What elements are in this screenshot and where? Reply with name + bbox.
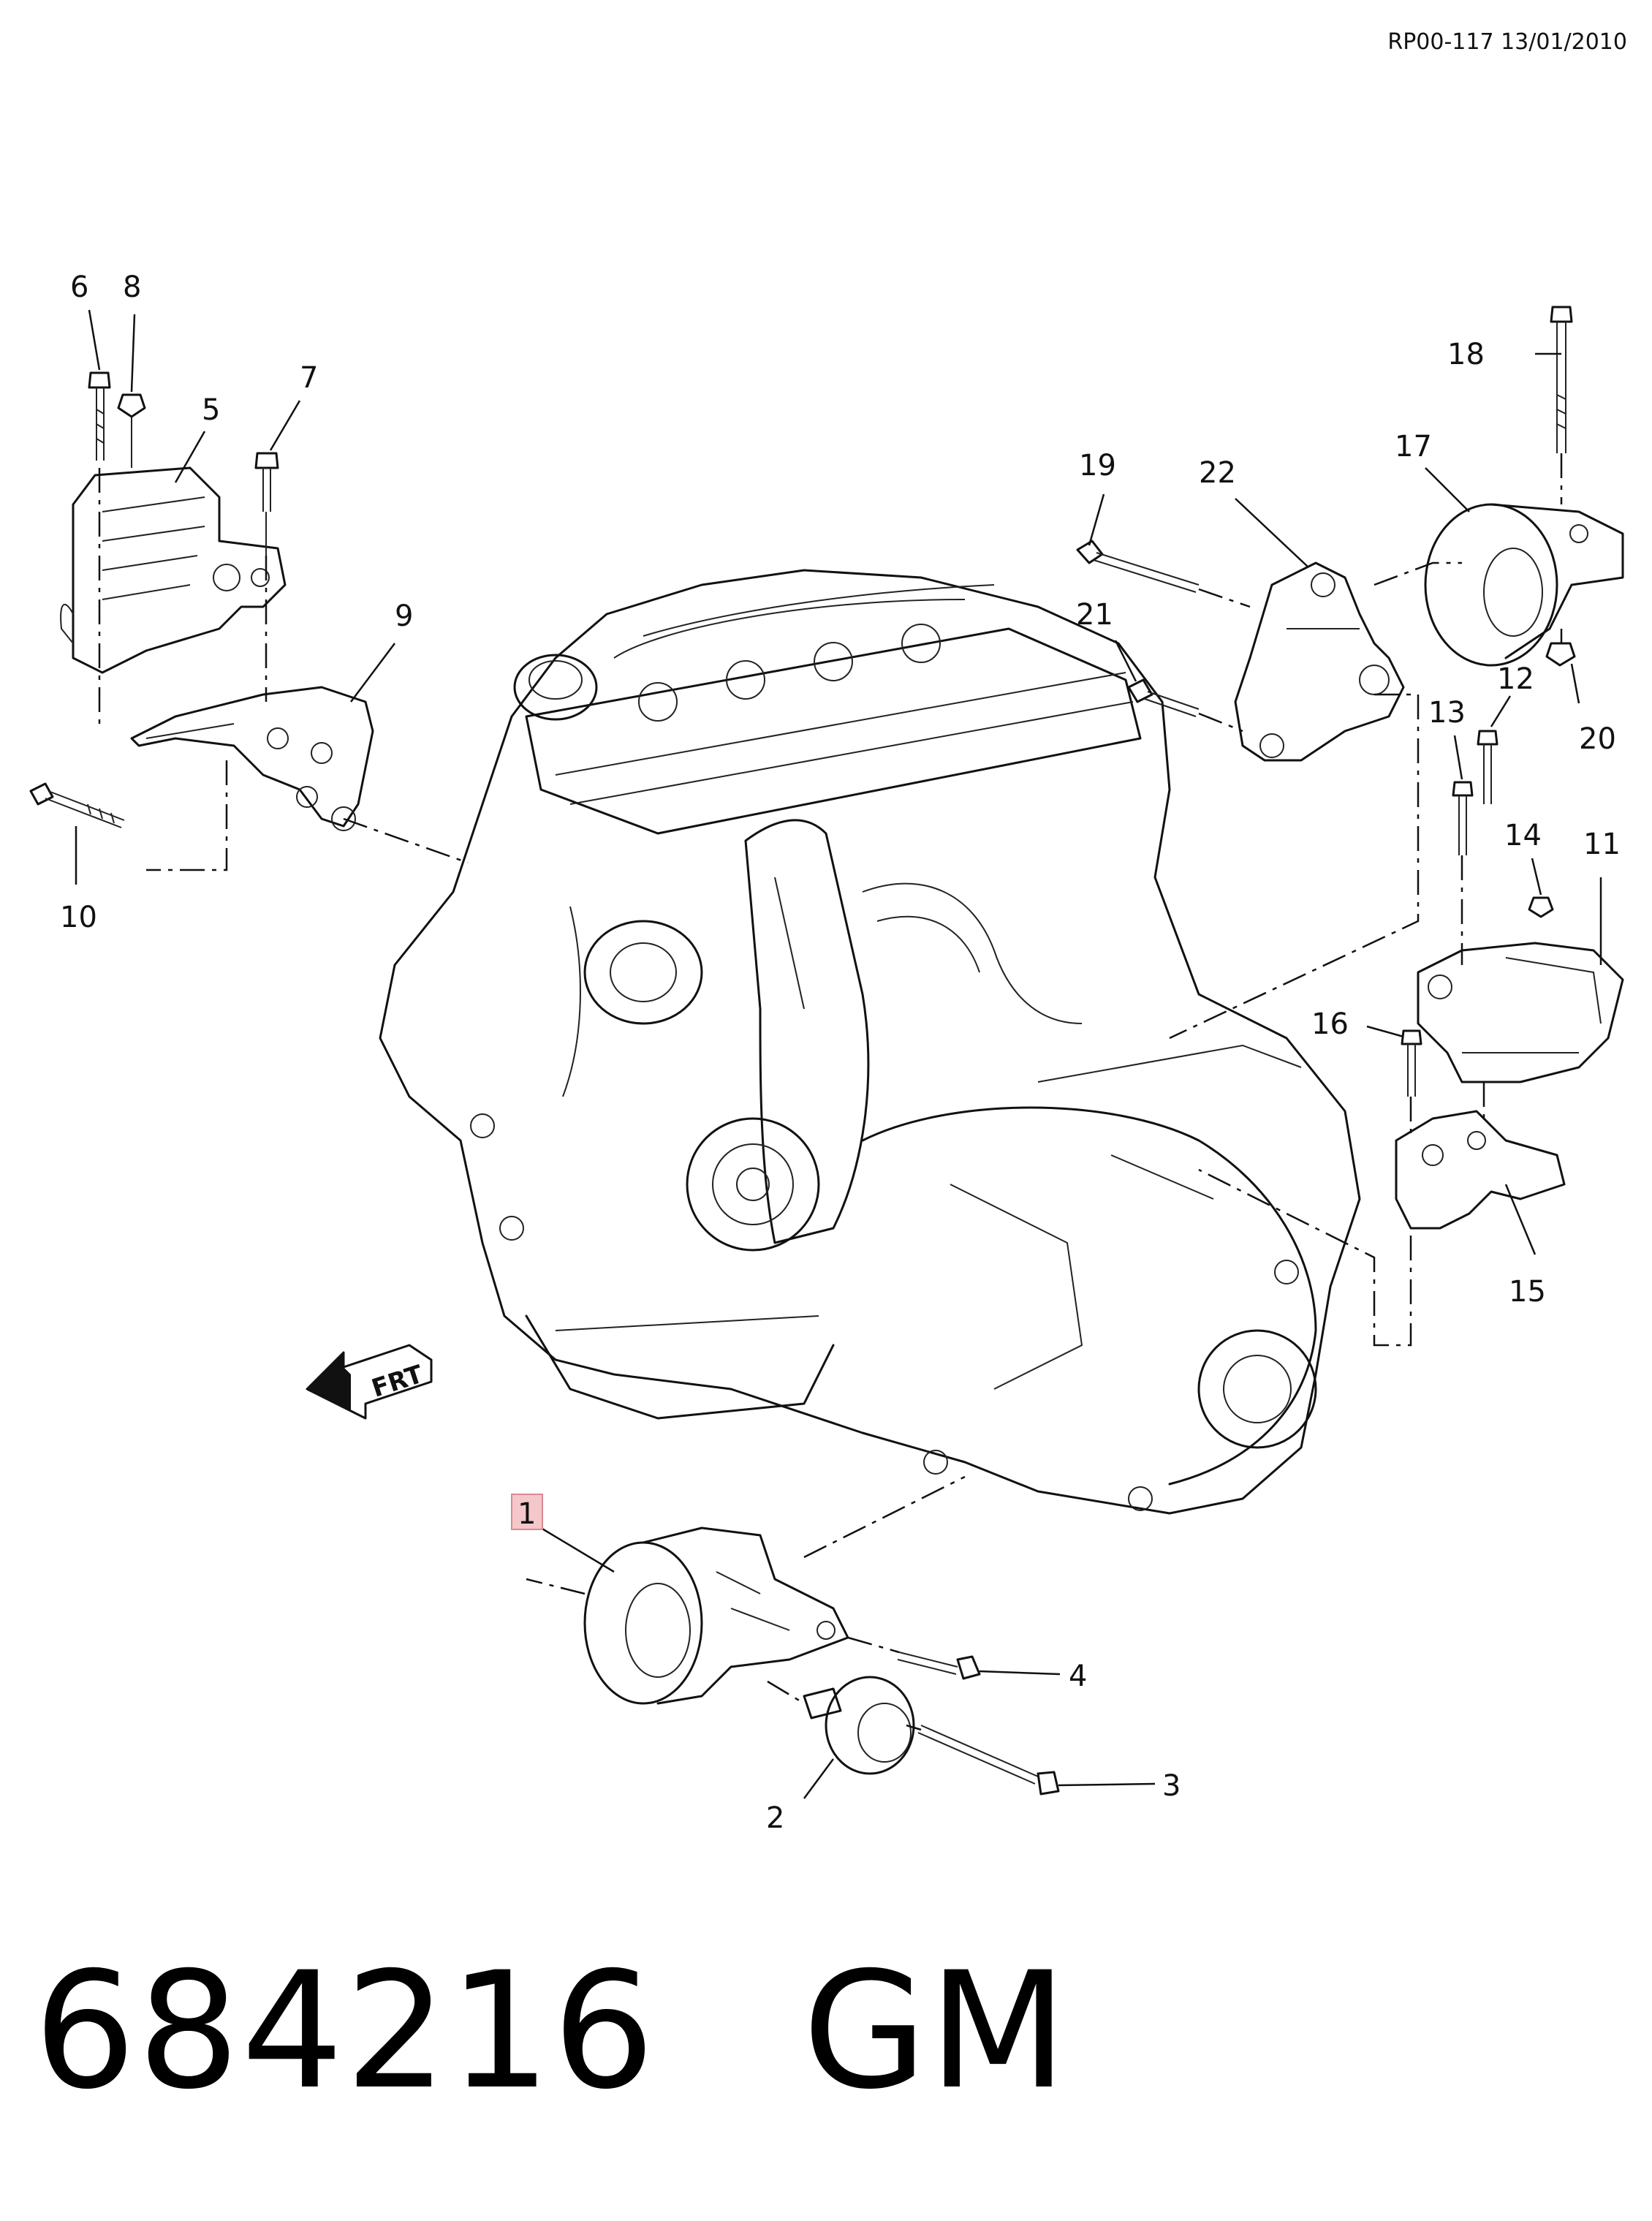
bolt-12 <box>1477 730 1498 804</box>
bolt-10 <box>29 782 125 828</box>
callout-19[interactable]: 19 <box>1079 449 1116 483</box>
nut-8 <box>117 393 146 468</box>
right-upper-mount <box>1076 306 1624 1040</box>
bolt-16 <box>1401 1029 1422 1097</box>
callout-13[interactable]: 13 <box>1428 696 1466 730</box>
bracket-22 <box>1234 561 1405 762</box>
front-direction-label: FRT <box>368 1360 428 1404</box>
leader-lines <box>75 309 1602 1799</box>
bracket-9 <box>130 686 374 831</box>
drawing-reference: RP00-117 13/01/2010 <box>1387 29 1627 55</box>
callout-15[interactable]: 15 <box>1509 1275 1546 1309</box>
callout-numbers: 1 2 3 4 5 6 7 8 9 10 11 12 13 14 15 16 1… <box>60 270 1621 1835</box>
brand-name: GM <box>802 1937 1069 2124</box>
callout-14[interactable]: 14 <box>1504 819 1542 852</box>
left-engine-mount <box>29 371 469 871</box>
callout-18[interactable]: 18 <box>1447 338 1485 371</box>
mount-17 <box>1424 503 1624 667</box>
engine-transmission-assembly <box>379 569 1361 1515</box>
bolt-3 <box>917 1725 1060 1796</box>
bolt-7 <box>254 452 279 556</box>
callout-22[interactable]: 22 <box>1199 456 1236 490</box>
callout-2[interactable]: 2 <box>766 1801 784 1835</box>
bolt-4 <box>897 1651 981 1680</box>
callout-6[interactable]: 6 <box>70 270 88 304</box>
bolt-13 <box>1452 781 1474 855</box>
callout-1[interactable]: 1 <box>518 1497 536 1531</box>
part-number: 684216 <box>34 1937 656 2124</box>
right-lower-mount <box>1198 730 1624 1347</box>
callout-11[interactable]: 11 <box>1583 828 1621 861</box>
callout-12[interactable]: 12 <box>1497 662 1534 696</box>
mount-11 <box>1417 942 1624 1083</box>
callout-3[interactable]: 3 <box>1162 1769 1181 1803</box>
callout-16[interactable]: 16 <box>1311 1007 1349 1041</box>
nut-14 <box>1528 896 1554 918</box>
fuel-rail <box>613 584 995 722</box>
bolt-21 <box>1127 678 1200 717</box>
callout-7[interactable]: 7 <box>300 361 318 395</box>
rear-engine-mount <box>526 1475 1060 1796</box>
callout-4[interactable]: 4 <box>1069 1660 1087 1693</box>
callout-5[interactable]: 5 <box>202 393 220 427</box>
mount-1 <box>583 1526 849 1705</box>
bracket-15 <box>1395 1110 1566 1230</box>
part-number-footer: 684216 GM <box>34 1937 1069 2124</box>
turbocharger <box>686 1117 820 1252</box>
callout-20[interactable]: 20 <box>1579 722 1616 756</box>
bolt-6 <box>88 371 111 461</box>
bushing-2 <box>803 1676 915 1775</box>
callout-8[interactable]: 8 <box>123 270 141 304</box>
callout-1-highlight <box>511 1494 543 1530</box>
callout-17[interactable]: 17 <box>1395 430 1432 464</box>
transmission-housing <box>861 1044 1317 1486</box>
nut-20 <box>1545 642 1576 667</box>
bolt-19 <box>1076 540 1200 593</box>
front-direction-arrow: FRT <box>306 1344 433 1420</box>
callout-10[interactable]: 10 <box>60 901 97 934</box>
callout-21[interactable]: 21 <box>1076 598 1113 632</box>
callout-9[interactable]: 9 <box>395 599 413 633</box>
bolt-18 <box>1550 306 1573 453</box>
